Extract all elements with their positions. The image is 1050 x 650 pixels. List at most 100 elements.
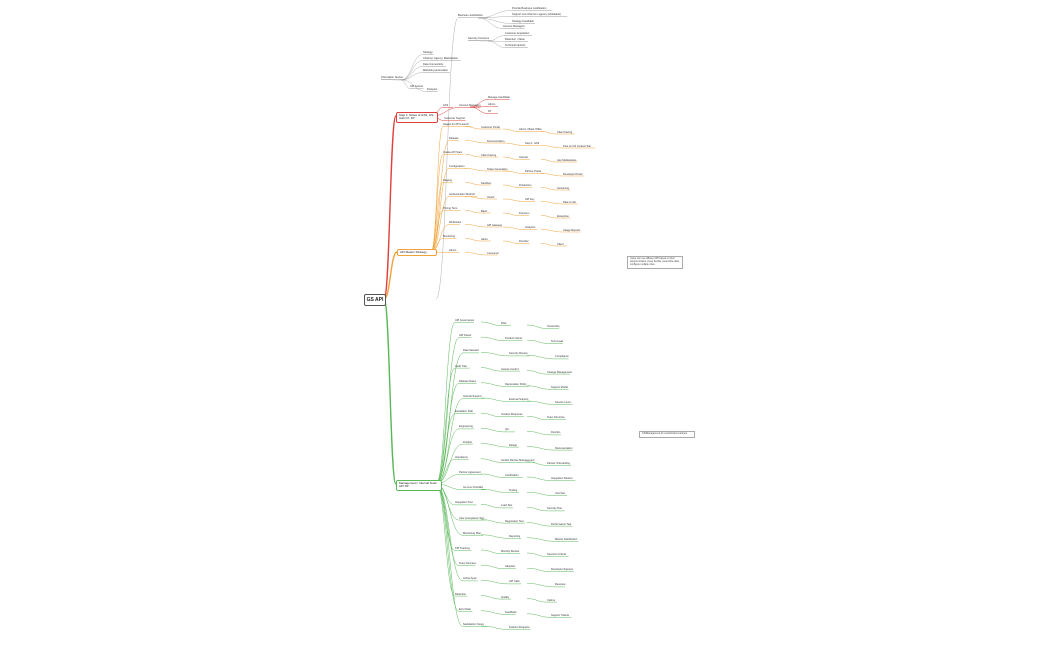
master-node[interactable]: Documentation — [487, 139, 505, 143]
mgmt-node[interactable]: Audit Trail — [455, 364, 467, 368]
master-node[interactable]: Step 1: GS3 — [525, 142, 540, 145]
mgmt-node[interactable]: Error Rate — [459, 607, 471, 611]
mgmt-node[interactable]: Unit Test — [555, 492, 566, 496]
mgmt-node[interactable]: Security Test — [547, 507, 562, 511]
gray-node[interactable]: Account Managers — [503, 25, 525, 28]
master-node[interactable]: API Gateway — [487, 223, 503, 227]
mgmt-node[interactable]: Success Criteria — [547, 553, 566, 556]
mgmt-node[interactable]: Partner Onboarding — [547, 461, 570, 465]
branch-api-master-strategy[interactable]: API Master Strategy — [397, 249, 437, 257]
step1-node[interactable]: GS3 — [443, 104, 449, 107]
mgmt-node[interactable]: Support Model — [551, 385, 568, 389]
master-node[interactable]: Webhooks — [449, 221, 462, 224]
mgmt-node[interactable]: Documentation — [555, 446, 573, 450]
gray-node[interactable]: Support new channel / agency (whitelabel… — [512, 13, 561, 16]
master-node[interactable]: Partner Portal — [525, 170, 542, 173]
gray-node[interactable]: Security Concerns — [468, 37, 490, 40]
gray-node[interactable]: Information Source — [381, 76, 403, 79]
branch-management-internal-team[interactable]: Management / Internal Team API SP — [396, 480, 442, 491]
gray-node[interactable]: Technical Options — [505, 44, 526, 47]
master-node[interactable]: API Key — [525, 198, 535, 201]
mgmt-node[interactable]: User Acceptance Test — [459, 516, 485, 520]
master-node[interactable]: Usage Reports — [563, 228, 581, 232]
gray-node[interactable]: Business Justification — [458, 14, 483, 17]
master-node[interactable]: Production — [519, 184, 532, 187]
gray-node[interactable]: Provide Business Justification — [512, 7, 547, 10]
gray-node[interactable]: Retention / Value — [505, 38, 525, 41]
master-node[interactable]: Pricing Tiers — [443, 207, 458, 210]
mgmt-node[interactable]: Go Live Checklist — [463, 486, 484, 490]
master-node[interactable]: Provider — [519, 240, 529, 243]
mgmt-node[interactable]: Partner Agreement — [459, 471, 481, 474]
mgmt-node[interactable]: Testing — [509, 489, 518, 493]
mgmt-node[interactable]: QA — [505, 428, 509, 432]
mgmt-node[interactable]: Integration Review — [551, 477, 573, 480]
master-node[interactable]: Internal — [519, 156, 528, 159]
step1-node[interactable]: Admin — [488, 103, 496, 106]
gray-node[interactable]: Channel, Agency, Marketplace — [423, 57, 458, 60]
mgmt-node[interactable]: Load Test — [501, 504, 513, 508]
mgmt-node[interactable]: Security Review — [509, 352, 528, 356]
master-node[interactable]: Premium — [519, 212, 530, 215]
step1-node[interactable]: Account Managers — [459, 104, 481, 107]
master-node[interactable]: Release — [449, 137, 459, 140]
mgmt-node[interactable]: Product Owner — [505, 337, 523, 341]
step1-node[interactable]: Manage Candidate — [488, 96, 510, 99]
mgmt-node[interactable]: Escalation Path — [455, 410, 474, 414]
mgmt-node[interactable]: Quality — [501, 595, 510, 599]
mgmt-node[interactable]: Metrics Dashboard — [555, 537, 577, 541]
mgmt-node[interactable]: Ownership — [547, 325, 560, 328]
step1-node[interactable]: Customer Support — [444, 117, 466, 120]
master-node[interactable]: Sandbox — [481, 181, 492, 185]
mgmt-node[interactable]: Tech Lead — [551, 340, 563, 344]
master-node[interactable]: Token Generation — [487, 167, 508, 171]
mgmt-node[interactable]: API Governance — [455, 319, 475, 322]
master-node[interactable]: Post on GS Intranet Site — [563, 144, 591, 148]
mgmt-node[interactable]: Uptime — [547, 598, 556, 602]
gray-node[interactable]: Data Connectivity — [423, 63, 444, 66]
mgmt-node[interactable]: Retention — [455, 592, 467, 596]
mgmt-node[interactable]: Performance Test — [551, 522, 572, 526]
master-node[interactable]: Admin — [449, 249, 457, 252]
mgmt-node[interactable]: Regression Test — [505, 519, 524, 523]
mgmt-node[interactable]: Team Success — [459, 562, 476, 566]
mgmt-node[interactable]: Change Management — [547, 370, 572, 374]
mgmt-node[interactable]: Adoption — [505, 565, 516, 569]
gray-node[interactable]: Customer Acquisition — [505, 32, 530, 35]
branch-step1[interactable]: Step 1: Roles of GS3, GS-Admin?, FP — [396, 112, 438, 123]
master-node[interactable]: OAuth — [487, 195, 495, 199]
master-node[interactable]: Authentication Method — [449, 193, 475, 196]
mgmt-node[interactable]: Feedback — [505, 610, 517, 614]
mgmt-node[interactable]: Team Structure — [547, 416, 565, 420]
mgmt-node[interactable]: Developer Signups — [551, 568, 573, 572]
master-node[interactable]: Configuration — [449, 165, 465, 168]
master-node[interactable]: Staging — [443, 179, 452, 182]
mgmt-node[interactable]: Service Level — [555, 401, 571, 404]
mgmt-node[interactable]: Operations — [455, 455, 468, 459]
mgmt-node[interactable]: Reporting — [509, 534, 521, 538]
mgmt-node[interactable]: Vendor Partner Management — [501, 458, 535, 462]
master-node[interactable]: Monitoring — [443, 235, 456, 238]
master-node[interactable]: Enterprise — [557, 214, 569, 218]
gray-node[interactable]: API Access — [410, 85, 424, 88]
mgmt-node[interactable]: Certification — [505, 474, 519, 477]
mgmt-node[interactable]: Design — [509, 443, 518, 447]
master-node[interactable]: Rate Limits — [563, 200, 576, 204]
master-node[interactable]: Client — [557, 242, 564, 246]
master-node[interactable]: Customer Portal — [481, 125, 500, 129]
mgmt-node[interactable]: Role — [501, 322, 507, 325]
mgmt-node[interactable]: Monthly Review — [501, 550, 520, 553]
mgmt-node[interactable]: Release Notes — [459, 379, 477, 383]
gray-node[interactable]: Strategy — [423, 51, 433, 54]
mgmt-node[interactable]: Engineering — [459, 425, 473, 429]
mgmt-node[interactable]: Support Tickets — [551, 613, 569, 617]
mgmt-node[interactable]: API Calls — [509, 580, 520, 584]
mgmt-node[interactable]: KPI Tracking — [455, 547, 470, 550]
gray-node[interactable]: Marketing automation — [423, 69, 448, 72]
master-node[interactable]: Client Facing — [481, 153, 497, 157]
mgmt-node[interactable]: Access Control — [501, 367, 519, 371]
master-node[interactable]: Stages for API Launch — [443, 123, 469, 126]
mgmt-node[interactable]: Incident Response — [501, 413, 523, 417]
master-node[interactable]: App Marketplace — [557, 158, 577, 162]
master-node[interactable]: Create API Spec — [443, 151, 463, 154]
